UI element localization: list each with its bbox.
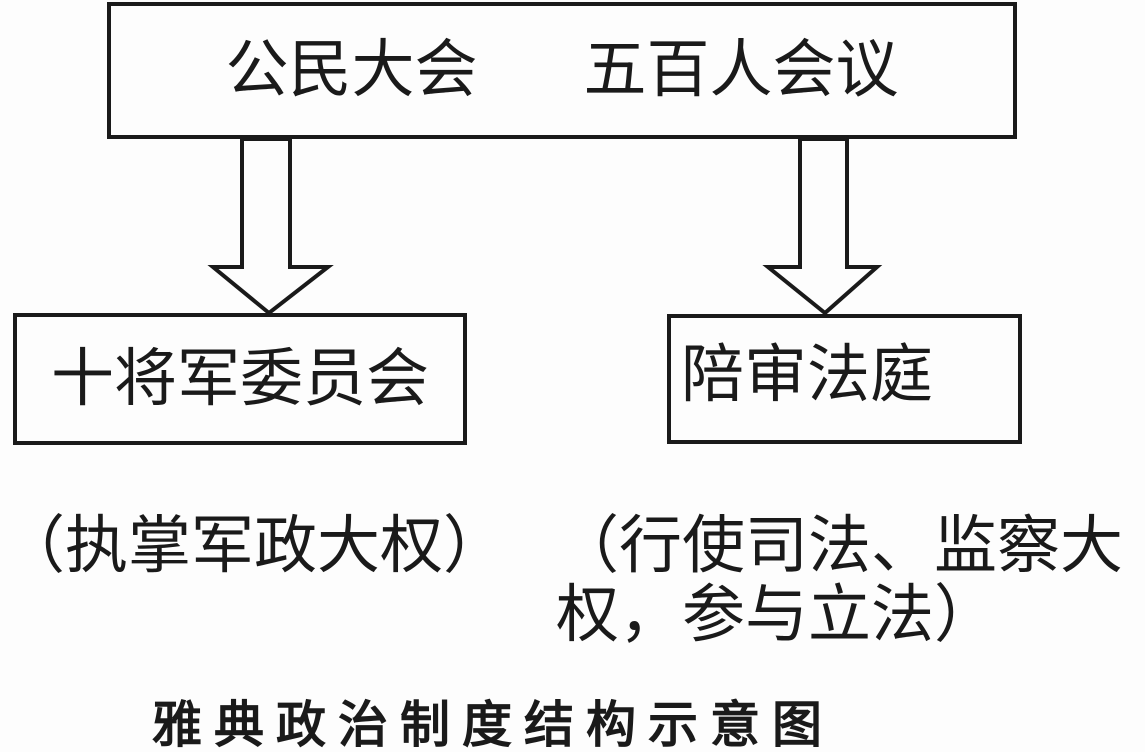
assembly-council-box: 公民大会 五百人会议 xyxy=(107,2,1017,139)
judicial-power-note: （行使司法、监察大 权，参与立法） xyxy=(556,511,1123,651)
judicial-power-note-line2: 权，参与立法） xyxy=(556,580,997,651)
down-block-arrow-left-icon xyxy=(207,137,334,316)
ten-generals-label: 十将军委员会 xyxy=(51,343,429,414)
jury-court-label: 陪审法庭 xyxy=(681,340,933,410)
council-of-500-label: 五百人会议 xyxy=(583,35,899,105)
citizens-assembly-label: 公民大会 xyxy=(225,35,478,105)
down-block-arrow-left-shape xyxy=(207,137,334,316)
diagram-caption: 雅典政治制度结构示意图 xyxy=(152,697,834,752)
judicial-power-note-line1: （行使司法、监察大 xyxy=(556,511,1123,581)
down-block-arrow-right-shape xyxy=(762,137,883,316)
ten-generals-box: 十将军委员会 xyxy=(13,313,467,445)
down-block-arrow-right-icon xyxy=(762,137,883,316)
jury-court-box: 陪审法庭 xyxy=(667,314,1022,444)
military-power-note: （执掌军政大权） xyxy=(2,511,506,581)
